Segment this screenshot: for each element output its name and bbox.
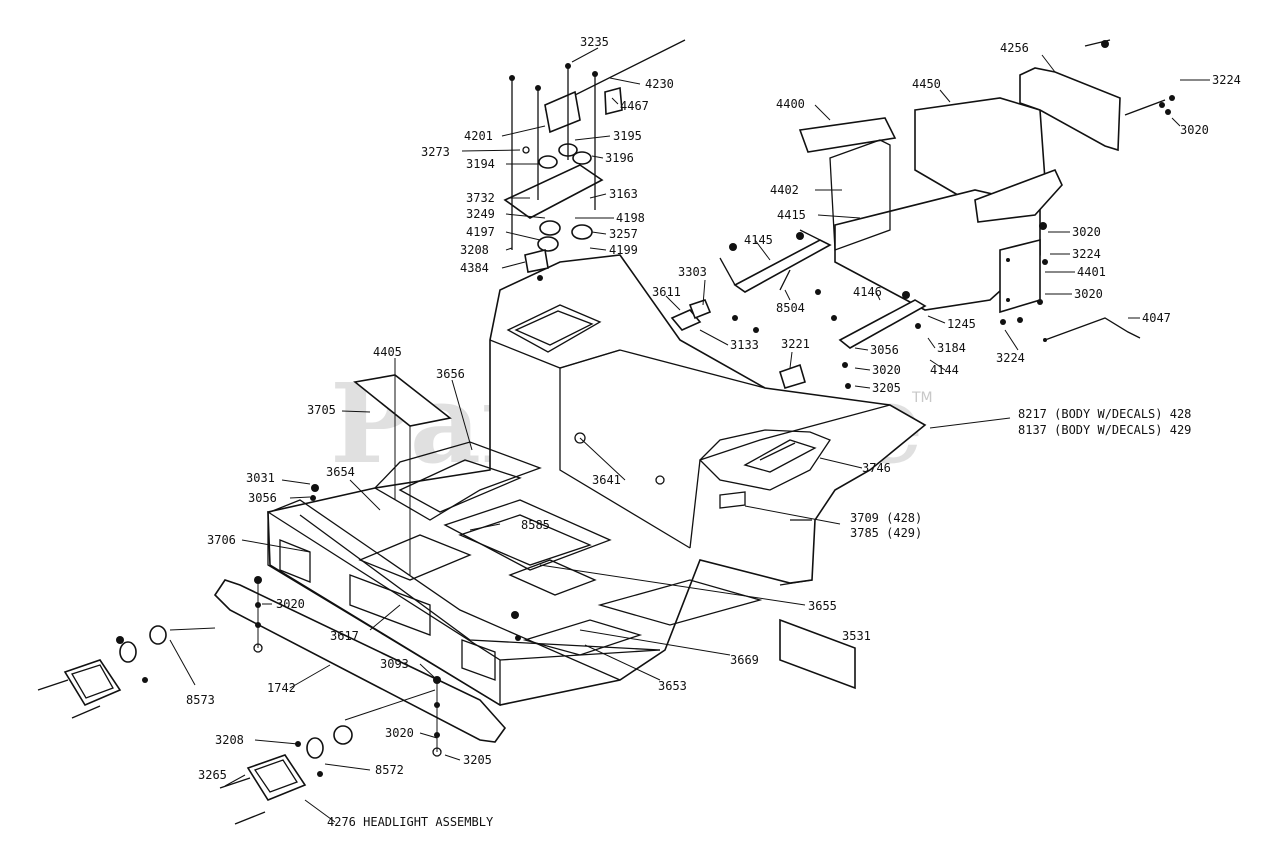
label-3133: 3133 bbox=[730, 338, 759, 352]
label-3208-lower: 3208 bbox=[215, 733, 244, 747]
label-4197: 4197 bbox=[466, 225, 495, 239]
label-4145: 4145 bbox=[744, 233, 773, 247]
label-3020-lower: 3020 bbox=[385, 726, 414, 740]
control-bracket bbox=[503, 39, 686, 281]
label-3531: 3531 bbox=[842, 629, 871, 643]
headlight-left bbox=[37, 625, 167, 719]
label-3221: 3221 bbox=[781, 337, 810, 351]
label-4415: 4415 bbox=[777, 208, 806, 222]
body-drawing bbox=[267, 254, 927, 707]
plate-3531 bbox=[779, 618, 856, 690]
label-3020-seat: 3020 bbox=[1072, 225, 1101, 239]
label-3705: 3705 bbox=[307, 403, 336, 417]
label-1245: 1245 bbox=[947, 317, 976, 331]
label-3020-rail: 3020 bbox=[872, 363, 901, 377]
label-3303: 3303 bbox=[678, 265, 707, 279]
label-3205-rail: 3205 bbox=[872, 381, 901, 395]
label-3617: 3617 bbox=[330, 629, 359, 643]
label-4144: 4144 bbox=[930, 363, 959, 377]
label-4198: 4198 bbox=[616, 211, 645, 225]
label-3056-rail: 3056 bbox=[870, 343, 899, 357]
bumper-1742 bbox=[213, 579, 507, 743]
watermark-trademark: TM bbox=[911, 390, 933, 406]
label-3195: 3195 bbox=[613, 129, 642, 143]
label-3184: 3184 bbox=[937, 341, 966, 355]
label-3655: 3655 bbox=[808, 599, 837, 613]
label-4146: 4146 bbox=[853, 285, 882, 299]
label-4401: 4401 bbox=[1077, 265, 1106, 279]
label-8573: 8573 bbox=[186, 693, 215, 707]
label-3031: 3031 bbox=[246, 471, 275, 485]
label-8572: 8572 bbox=[375, 763, 404, 777]
label-4384: 4384 bbox=[460, 261, 489, 275]
label-4402: 4402 bbox=[770, 183, 799, 197]
label-4256: 4256 bbox=[1000, 41, 1029, 55]
hardware bbox=[253, 484, 521, 757]
label-3208-upper: 3208 bbox=[460, 243, 489, 257]
label-3093: 3093 bbox=[380, 657, 409, 671]
label-3641: 3641 bbox=[592, 473, 621, 487]
label-3020-front: 3020 bbox=[276, 597, 305, 611]
label-3249: 3249 bbox=[466, 207, 495, 221]
label-3056-front: 3056 bbox=[248, 491, 277, 505]
plate-4405 bbox=[353, 374, 452, 427]
label-3669: 3669 bbox=[730, 653, 759, 667]
label-3611: 3611 bbox=[652, 285, 681, 299]
label-3706: 3706 bbox=[207, 533, 236, 547]
leader-lines bbox=[169, 47, 1210, 823]
label-3273: 3273 bbox=[421, 145, 450, 159]
label-3020-top: 3020 bbox=[1180, 123, 1209, 137]
label-3709: 3709 (428) bbox=[850, 511, 922, 525]
label-4047: 4047 bbox=[1142, 311, 1171, 325]
label-3163: 3163 bbox=[609, 187, 638, 201]
label-4450: 4450 bbox=[912, 77, 941, 91]
label-3785: 3785 (429) bbox=[850, 526, 922, 540]
part-labels: 3235 4230 4467 4201 3273 3195 3194 3196 … bbox=[186, 35, 1241, 829]
label-8137-body: 8137 (BODY W/DECALS) 429 bbox=[1018, 423, 1191, 437]
label-3746: 3746 bbox=[862, 461, 891, 475]
label-4400: 4400 bbox=[776, 97, 805, 111]
label-3205-lower: 3205 bbox=[463, 753, 492, 767]
label-4405: 4405 bbox=[373, 345, 402, 359]
label-3656: 3656 bbox=[436, 367, 465, 381]
bracket-4256 bbox=[1019, 67, 1121, 152]
label-3732: 3732 bbox=[466, 191, 495, 205]
armrest-4400 bbox=[798, 117, 897, 153]
label-3196: 3196 bbox=[605, 151, 634, 165]
label-3224-seat: 3224 bbox=[1072, 247, 1101, 261]
headlight-right bbox=[219, 725, 353, 825]
label-3194: 3194 bbox=[466, 157, 495, 171]
label-3224-top: 3224 bbox=[1212, 73, 1241, 87]
label-8217-body: 8217 (BODY W/DECALS) 428 bbox=[1018, 407, 1191, 421]
label-4467: 4467 bbox=[620, 99, 649, 113]
label-4276-headlight-assembly: 4276 HEADLIGHT ASSEMBLY bbox=[327, 815, 494, 829]
label-1742: 1742 bbox=[267, 681, 296, 695]
label-3257: 3257 bbox=[609, 227, 638, 241]
label-3654: 3654 bbox=[326, 465, 355, 479]
label-3653: 3653 bbox=[658, 679, 687, 693]
seat-rails bbox=[719, 222, 1141, 389]
label-8504: 8504 bbox=[776, 301, 805, 315]
seat-assembly bbox=[798, 97, 1063, 314]
label-3235: 3235 bbox=[580, 35, 609, 49]
label-3224-lower: 3224 bbox=[996, 351, 1025, 365]
label-4199: 4199 bbox=[609, 243, 638, 257]
label-4230: 4230 bbox=[645, 77, 674, 91]
label-3265: 3265 bbox=[198, 768, 227, 782]
label-3020-bracket: 3020 bbox=[1074, 287, 1103, 301]
label-8585: 8585 bbox=[521, 518, 550, 532]
label-4201: 4201 bbox=[464, 129, 493, 143]
